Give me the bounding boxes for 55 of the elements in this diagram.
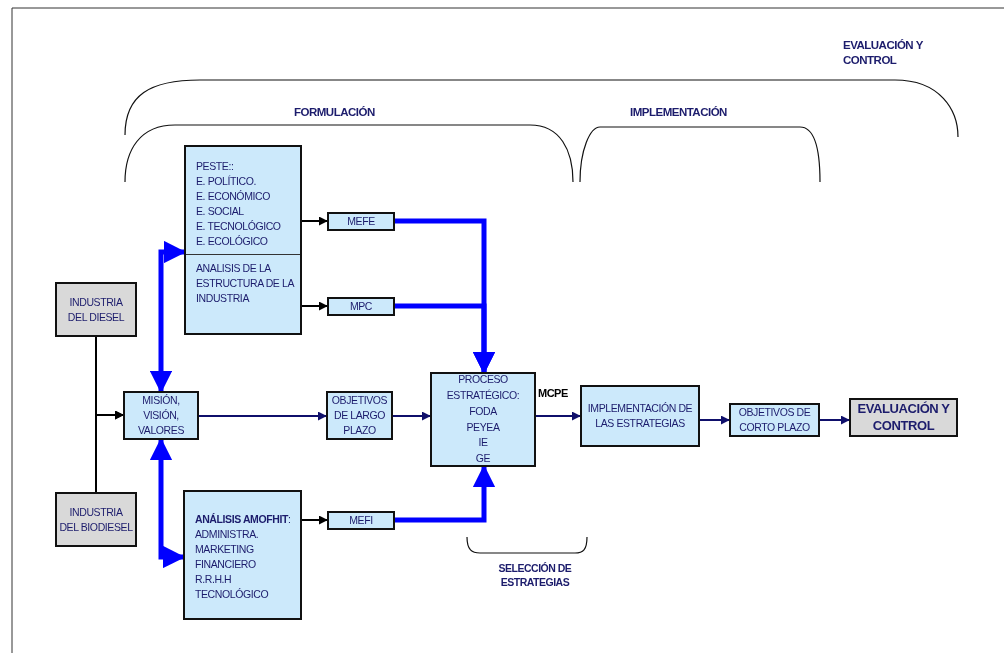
block-box (55, 492, 137, 547)
node-text: MEFE (347, 214, 375, 229)
node-text: PESTE:: (196, 159, 234, 174)
node-text: E. ECOLÓGICO (196, 233, 268, 249)
section-heading: EVALUACIÓN Y CONTROL (843, 38, 924, 68)
arrow (198, 411, 327, 421)
node-text: R.R.H.H (195, 571, 232, 587)
arrow (392, 411, 431, 421)
node-text: ANALISIS DE LA ESTRUCTURA DE LA INDUSTRIA (186, 254, 300, 307)
node-text: ADMINISTRA. (195, 526, 259, 542)
arrow (395, 303, 496, 375)
node-text: E. SOCIAL (196, 203, 244, 219)
block-box (55, 282, 137, 337)
arrow (819, 415, 850, 425)
node-text: MPC (349, 299, 373, 314)
process-box (123, 391, 199, 440)
node-text: MISIÓN, VISIÓN, VALORES (137, 393, 185, 438)
node-text: OBJETIVOS DE LARGO PLAZO (330, 393, 389, 438)
block-box (849, 398, 958, 437)
node-text: FODA (469, 403, 497, 419)
node-text: GE (475, 451, 491, 466)
arrow (301, 216, 328, 226)
section-heading: FORMULACIÓN (294, 105, 376, 120)
node-text: E. ECONÓMICO (196, 188, 270, 204)
node-text: OBJETIVOS DE CORTO PLAZO (737, 405, 812, 435)
arrow (699, 415, 730, 425)
node-text: E. TECNOLÓGICO (196, 218, 281, 234)
process-box (430, 372, 536, 467)
arrow (301, 515, 328, 525)
process-box (327, 212, 395, 231)
node-text: EVALUACIÓN Y CONTROL (856, 401, 951, 434)
node-text: PEYEA (466, 419, 500, 435)
process-box (327, 511, 395, 530)
process-box (580, 385, 700, 447)
process-box (729, 403, 820, 437)
edge-label: MCPE (538, 388, 568, 399)
node-text: TECNOLÓGICO (195, 586, 269, 602)
node-text: MEFI (349, 513, 373, 528)
arrow (535, 411, 581, 421)
process-box (183, 490, 302, 620)
node-text: INDUSTRIA DEL BIODIESEL (59, 504, 133, 535)
node-text: INDUSTRIA DEL DIESEL (66, 294, 126, 325)
process-box (184, 145, 302, 335)
node-text: PROCESO ESTRATÉGICO: (445, 372, 521, 403)
node-text: ANÁLISIS AMOFHIT: (195, 512, 291, 527)
process-box (327, 297, 395, 316)
arrow (301, 301, 328, 311)
node-text: FINANCIERO (195, 556, 256, 572)
arrow (95, 410, 124, 493)
section-heading: SELECCIÓN DE ESTRATEGIAS (497, 562, 573, 590)
node-text: IMPLEMENTACIÓN DE LAS ESTRATEGIAS (586, 401, 694, 431)
section-heading: IMPLEMENTACIÓN (630, 105, 728, 120)
node-text: IE (478, 435, 488, 451)
node-text: MARKETING (195, 541, 254, 557)
node-text: E. POLÍTICO. (196, 173, 256, 189)
